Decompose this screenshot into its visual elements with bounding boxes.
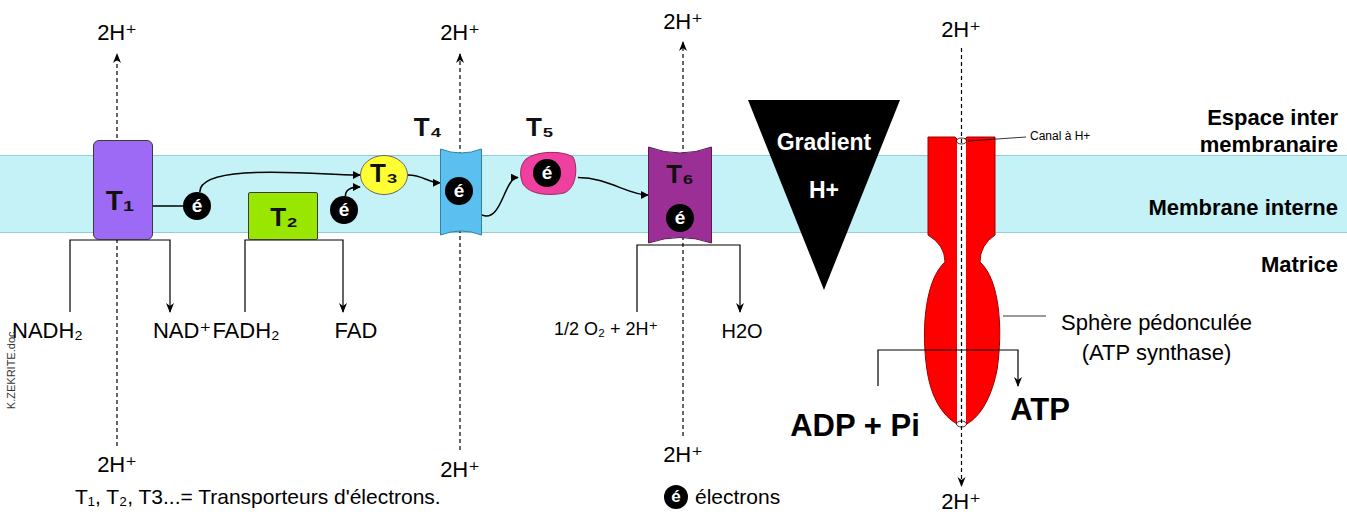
gradient-triangle: Gradient H+ xyxy=(748,100,900,290)
molecule-label: NADH₂ xyxy=(12,318,83,343)
electron-symbol: é xyxy=(671,487,680,507)
transporter-box: T₃ xyxy=(360,155,408,195)
transporter-box: T₄é xyxy=(440,146,482,238)
molecule-label: ADP + Pi xyxy=(790,408,920,444)
part-label: Sphère pédonculée (ATP synthase) xyxy=(1044,308,1269,368)
region-label: Espace inter membranaire xyxy=(1163,104,1338,158)
reaction-bracket xyxy=(70,240,170,312)
molecule-label: NAD⁺ xyxy=(153,318,211,343)
transporter-label: T₆ xyxy=(666,160,694,190)
proton-label: 2H⁺ xyxy=(97,452,137,477)
electron-flow-arrow xyxy=(200,172,360,192)
electron-dot: é xyxy=(330,196,358,224)
transporter-shape xyxy=(361,156,408,195)
proton-flow xyxy=(682,42,683,436)
molecule-label: FAD xyxy=(335,318,378,343)
electron-symbol: é xyxy=(542,162,553,184)
molecule-label: FADH₂ xyxy=(212,318,279,343)
electron-flow-arrow xyxy=(345,187,360,196)
leader-line xyxy=(968,137,1026,141)
transporter-label: T₂ xyxy=(270,203,297,233)
transporter-shape xyxy=(649,147,712,243)
legend-label: électrons xyxy=(695,485,780,509)
molecule-label: H2O xyxy=(721,320,762,343)
proton-label: 2H⁺ xyxy=(440,20,480,45)
electron-flow-arrow xyxy=(578,178,648,195)
molecule-label: 1/2 O₂ + 2H⁺ xyxy=(554,319,658,340)
electron-dot: é xyxy=(533,159,561,187)
proton-flow xyxy=(116,54,117,446)
electron-symbol: é xyxy=(339,199,350,221)
reaction-bracket xyxy=(878,350,1018,386)
reaction-bracket xyxy=(637,245,740,312)
transporter-box: T₅é xyxy=(518,150,578,196)
transporter-box: T₂ xyxy=(248,192,318,240)
region-label: Membrane interne xyxy=(1149,195,1339,220)
proton-flow xyxy=(459,54,460,450)
callout-label: Canal à H+ xyxy=(1030,130,1090,144)
proton-label: 2H⁺ xyxy=(941,17,981,42)
watermark: K.ZEKRITE.doc xyxy=(5,331,18,409)
leader-line xyxy=(1003,316,1046,317)
proton-label: 2H⁺ xyxy=(663,9,703,34)
transporter-label: T₁ xyxy=(106,185,135,217)
electron-symbol: é xyxy=(454,180,465,202)
proton-flow xyxy=(961,48,962,486)
gradient-label: Gradient H+ xyxy=(769,118,879,214)
transporter-shape xyxy=(441,149,482,235)
electron-flow-arrow xyxy=(408,175,440,183)
note: T₁, T₂, T3...= Transporteurs d'électrons… xyxy=(75,485,441,509)
proton-label: 2H⁺ xyxy=(440,457,480,482)
gradient-shape xyxy=(748,100,900,290)
proton-label: 2H⁺ xyxy=(941,489,981,514)
electron-symbol: é xyxy=(192,195,203,217)
proton-label: 2H⁺ xyxy=(97,20,137,45)
electron-dot: é xyxy=(445,177,473,205)
electron-symbol: é xyxy=(675,207,686,229)
transporter-box: T₁ xyxy=(93,140,153,240)
legend-sample xyxy=(664,485,688,509)
transporter-label: T₃ xyxy=(370,159,398,189)
electron-flow-arrow xyxy=(153,205,183,207)
transporter-box: T₆ é xyxy=(648,145,712,245)
proton-label: 2H⁺ xyxy=(663,442,703,467)
molecule-label: ATP xyxy=(1010,392,1070,428)
transporter-label: T₄ xyxy=(414,113,442,143)
electron-flow-arrow xyxy=(482,178,518,216)
electron-dot: é xyxy=(666,204,694,232)
electron-dot: é xyxy=(183,192,211,220)
reaction-bracket xyxy=(245,240,343,312)
transporter-label: T₅ xyxy=(526,113,554,143)
region-label: Matrice xyxy=(1261,252,1338,277)
transporter-shape xyxy=(521,152,576,194)
